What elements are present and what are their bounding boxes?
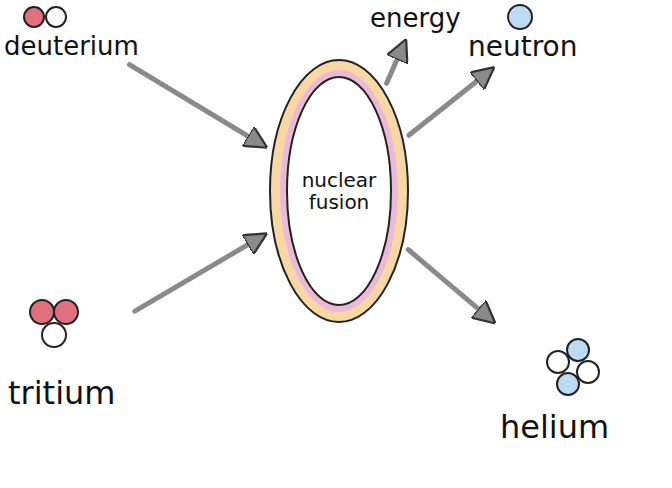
helium-node: helium bbox=[500, 328, 640, 445]
particle-label: neutron bbox=[468, 32, 608, 63]
particle-circle bbox=[30, 300, 54, 324]
fusion-ring: nuclear fusion bbox=[268, 58, 410, 324]
particle-circle bbox=[54, 300, 78, 324]
particle-label: tritium bbox=[8, 376, 128, 411]
particle-icon bbox=[4, 2, 144, 32]
particle-label: energy bbox=[370, 4, 461, 33]
deuterium-node: deuterium bbox=[4, 2, 144, 61]
particle-circle bbox=[42, 323, 66, 347]
particle-icon bbox=[500, 328, 640, 410]
flow-arrow bbox=[135, 238, 259, 311]
particle-icon bbox=[8, 290, 128, 376]
particle-label: deuterium bbox=[4, 32, 144, 61]
particle-circle bbox=[508, 5, 532, 29]
flow-arrow bbox=[129, 65, 259, 143]
energy-node: energy bbox=[370, 4, 461, 33]
flow-arrow bbox=[387, 47, 403, 83]
flow-arrow bbox=[409, 73, 487, 136]
particle-circle bbox=[567, 339, 589, 361]
tritium-node: tritium bbox=[8, 290, 128, 411]
outer-ring bbox=[270, 60, 408, 322]
middle-ring bbox=[280, 70, 398, 312]
particle-label: helium bbox=[500, 410, 640, 445]
particle-icon bbox=[468, 2, 608, 32]
particle-circle bbox=[557, 373, 579, 395]
particle-circle bbox=[547, 351, 569, 373]
neutron-node: neutron bbox=[468, 2, 608, 63]
particle-circle bbox=[24, 7, 44, 27]
inner-ring bbox=[287, 77, 391, 305]
particle-circle bbox=[46, 7, 66, 27]
process-label: nuclear fusion bbox=[294, 169, 384, 213]
flow-arrow bbox=[408, 250, 488, 318]
particle-circle bbox=[577, 361, 599, 383]
